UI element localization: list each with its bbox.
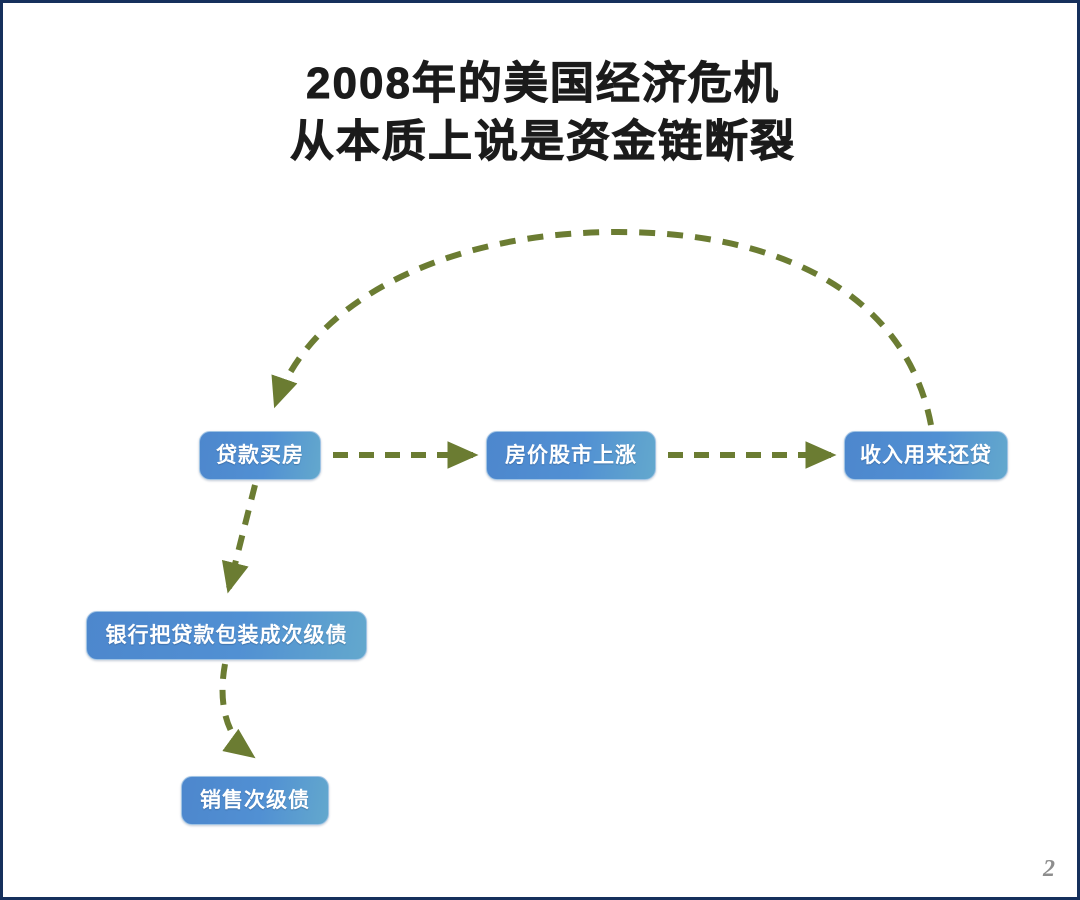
flow-node-prices-rise[interactable]: 房价股市上涨 xyxy=(486,431,656,480)
flow-node-sell-subprime-debt[interactable]: 销售次级债 xyxy=(181,776,329,825)
connector-bank-to-sell xyxy=(219,663,256,759)
connector-loan-to-bank xyxy=(221,484,258,594)
flow-node-label: 房价股市上涨 xyxy=(505,444,637,467)
connector-income-to-loan-arc xyxy=(271,228,934,426)
title-line-2: 从本质上说是资金链断裂 xyxy=(290,117,796,167)
flow-node-label: 收入用来还贷 xyxy=(860,444,992,467)
flow-node-label: 销售次级债 xyxy=(200,789,310,812)
page-title: 2008年的美国经济危机 从本质上说是资金链断裂 xyxy=(3,55,1077,171)
flow-node-label: 贷款买房 xyxy=(216,444,304,467)
page-number: 2 xyxy=(1043,856,1055,882)
flow-node-bank-packages-subprime[interactable]: 银行把贷款包装成次级债 xyxy=(86,611,367,660)
flow-node-loan-to-buy-house[interactable]: 贷款买房 xyxy=(199,431,321,480)
flow-node-income-repays-loan[interactable]: 收入用来还贷 xyxy=(844,431,1008,480)
title-line-1: 2008年的美国经济危机 xyxy=(306,59,780,109)
flow-node-label: 银行把贷款包装成次级债 xyxy=(105,624,348,647)
